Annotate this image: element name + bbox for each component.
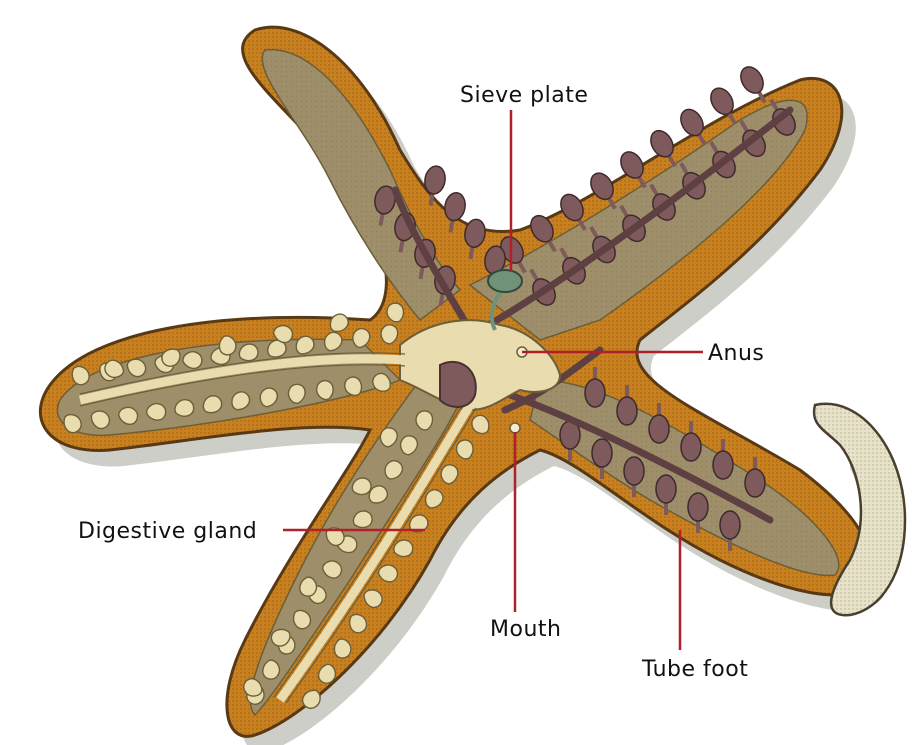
gland-lobe <box>387 303 403 322</box>
label-digestive-gland: Digestive gland <box>78 519 257 544</box>
label-tube-foot: Tube foot <box>641 657 748 682</box>
mouth-marker <box>510 423 520 433</box>
label-anus: Anus <box>708 341 764 366</box>
label-mouth: Mouth <box>490 617 561 642</box>
gland-lobe <box>175 400 194 417</box>
label-sieve-plate: Sieve plate <box>460 83 588 108</box>
